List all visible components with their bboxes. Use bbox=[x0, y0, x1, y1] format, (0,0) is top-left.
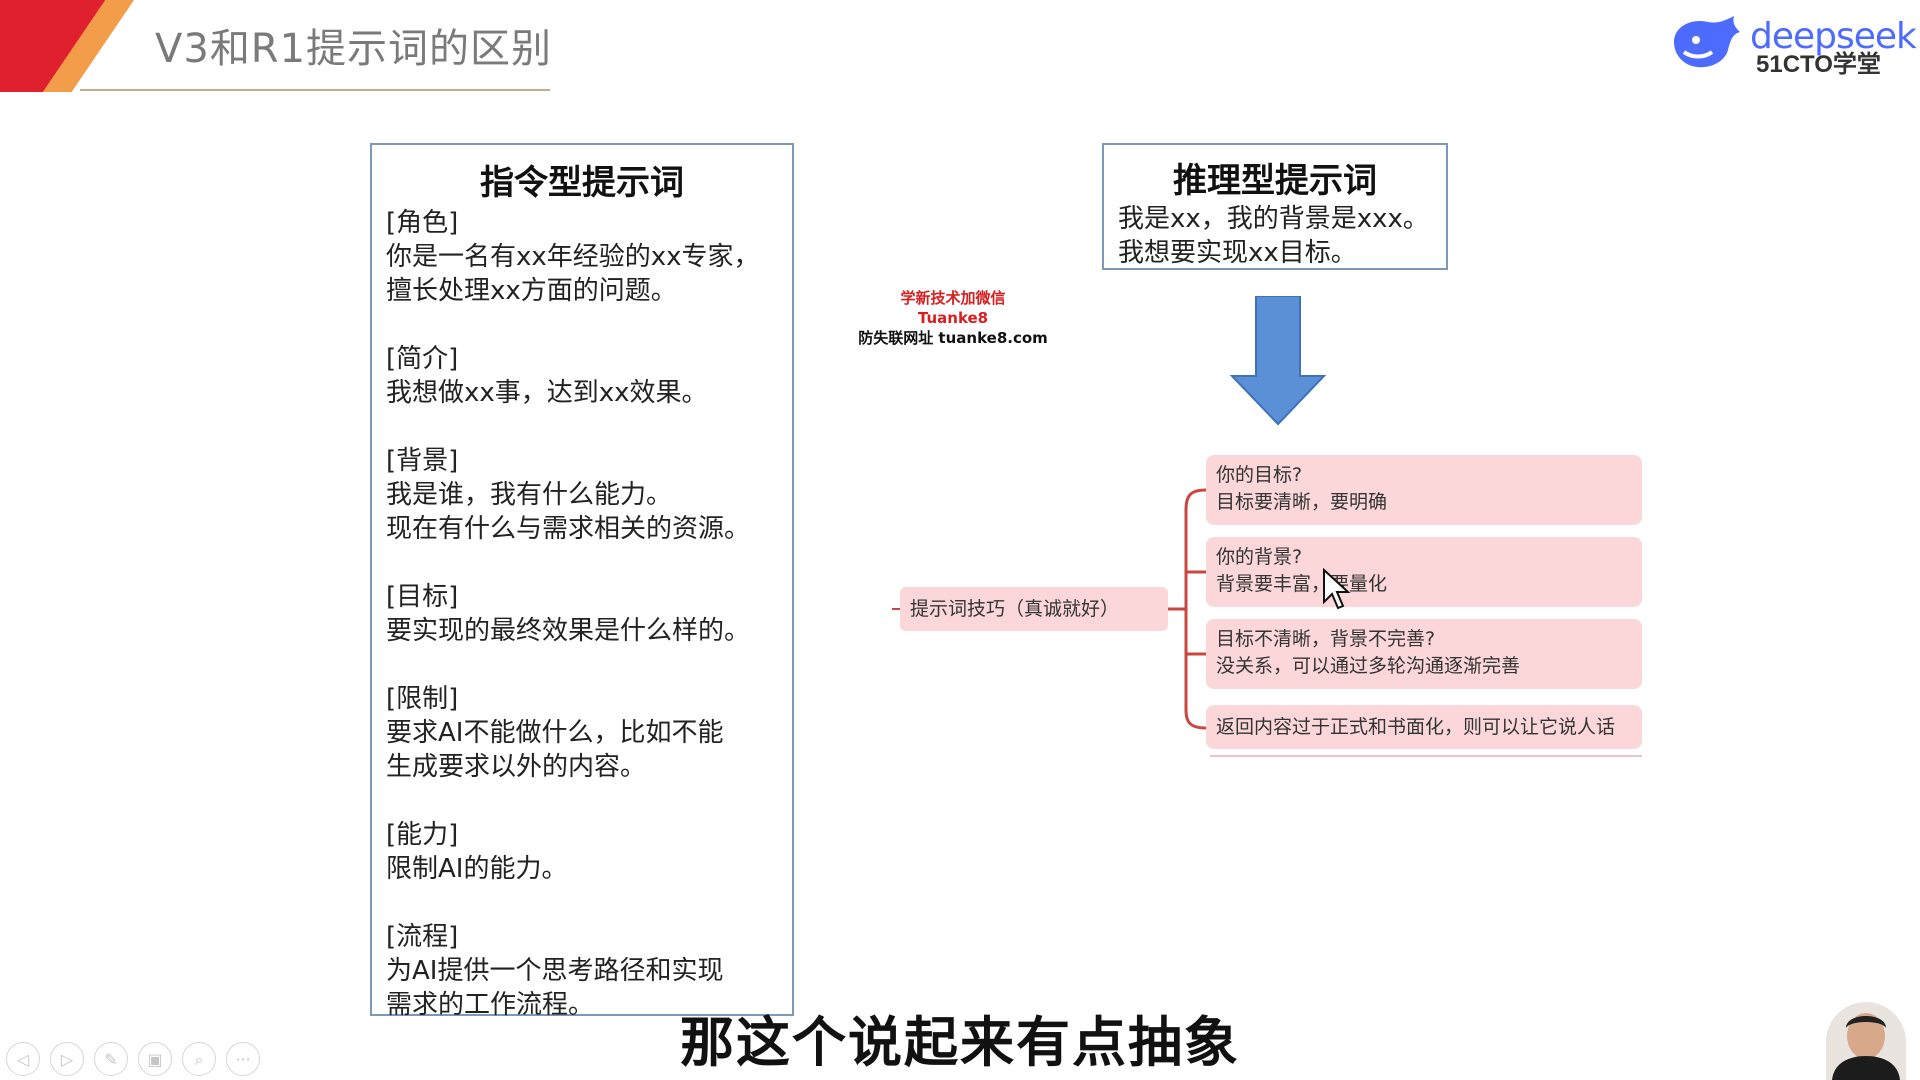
section-label: [流程] bbox=[386, 922, 459, 952]
instruction-prompt-box: 指令型提示词 [角色] 你是一名有xx年经验的xx专家， 擅长处理xx方面的问题… bbox=[370, 143, 794, 1020]
reasoning-line: 我是xx，我的背景是xxx。 bbox=[1118, 204, 1429, 234]
section-label: [简介] bbox=[386, 344, 459, 374]
section-label: [背景] bbox=[386, 446, 459, 476]
mindmap-root-node: 提示词技巧（真诚就好） bbox=[900, 587, 1168, 631]
pen-icon[interactable]: ✎ bbox=[94, 1042, 128, 1076]
node-line: 你的目标? bbox=[1216, 464, 1303, 486]
slide-title: V3和R1提示词的区别 bbox=[155, 26, 553, 72]
watermark-line: 学新技术加微信 bbox=[900, 289, 1006, 307]
section-label: [限制] bbox=[386, 684, 459, 714]
watermark: 学新技术加微信 Tuanke8 防失联网址 tuanke8.com bbox=[858, 288, 1048, 348]
section-line: 要求AI不能做什么，比如不能 bbox=[386, 718, 724, 748]
mindmap-node-background: 你的背景? 背景要丰富，要量化 bbox=[1206, 537, 1642, 607]
node-line: 目标要清晰，要明确 bbox=[1216, 491, 1388, 513]
prev-icon[interactable]: ◁ bbox=[6, 1042, 40, 1076]
instruction-box-heading: 指令型提示词 bbox=[480, 163, 684, 203]
presenter-avatar bbox=[1826, 1002, 1906, 1080]
section-label: [角色] bbox=[386, 208, 459, 238]
section-line: 限制AI的能力。 bbox=[386, 854, 568, 884]
watermark-line: Tuanke8 bbox=[917, 309, 989, 327]
node-line: 返回内容过于正式和书面化，则可以让它说人话 bbox=[1216, 716, 1616, 738]
slide-player-controls: ◁ ▷ ✎ ▣ ⌕ ··· bbox=[6, 1042, 270, 1078]
section-label: [目标] bbox=[386, 582, 459, 612]
section-line: 擅长处理xx方面的问题。 bbox=[386, 276, 677, 306]
reasoning-prompt-box: 推理型提示词 我是xx，我的背景是xxx。 我想要实现xx目标。 bbox=[1102, 143, 1448, 270]
video-subtitle: 那这个说起来有点抽象 bbox=[680, 1011, 1240, 1074]
section-line: 现在有什么与需求相关的资源。 bbox=[386, 514, 751, 544]
title-underline bbox=[80, 89, 550, 91]
node-line: 目标不清晰，背景不完善? bbox=[1216, 628, 1436, 650]
section-line: 生成要求以外的内容。 bbox=[386, 752, 647, 782]
section-goal: [目标] 要实现的最终效果是什么样的。 bbox=[386, 580, 778, 648]
section-limits: [限制] 要求AI不能做什么，比如不能 生成要求以外的内容。 bbox=[386, 682, 778, 784]
section-line: 我想做xx事，达到xx效果。 bbox=[386, 378, 708, 408]
mouse-cursor-icon bbox=[1323, 568, 1351, 610]
node-line: 背景要丰富，要量化 bbox=[1216, 573, 1388, 595]
node-line: 没关系，可以通过多轮沟通逐渐完善 bbox=[1216, 655, 1521, 677]
section-line: 要实现的最终效果是什么样的。 bbox=[386, 616, 751, 646]
down-arrow-icon bbox=[1229, 296, 1327, 426]
node-line: 你的背景? bbox=[1216, 546, 1303, 568]
section-line: 需求的工作流程。 bbox=[386, 990, 595, 1020]
section-label: [能力] bbox=[386, 820, 459, 850]
section-ability: [能力] 限制AI的能力。 bbox=[386, 818, 778, 886]
section-background: [背景] 我是谁，我有什么能力。 现在有什么与需求相关的资源。 bbox=[386, 444, 778, 546]
section-intro: [简介] 我想做xx事，达到xx效果。 bbox=[386, 342, 778, 410]
section-line: 为AI提供一个思考路径和实现 bbox=[386, 956, 724, 986]
deepseek-logo: deepseek 51CTO学堂 bbox=[1670, 10, 1920, 80]
logo-sub-text: 51CTO学堂 bbox=[1756, 51, 1881, 78]
mindmap-node-unclear: 目标不清晰，背景不完善? 没关系，可以通过多轮沟通逐渐完善 bbox=[1206, 619, 1642, 689]
next-icon[interactable]: ▷ bbox=[50, 1042, 84, 1076]
section-process: [流程] 为AI提供一个思考路径和实现 需求的工作流程。 bbox=[386, 920, 778, 1022]
more-icon[interactable]: ··· bbox=[226, 1042, 260, 1076]
section-role: [角色] 你是一名有xx年经验的xx专家， 擅长处理xx方面的问题。 bbox=[386, 206, 778, 308]
section-line: 我是谁，我有什么能力。 bbox=[386, 480, 673, 510]
reasoning-box-heading: 推理型提示词 bbox=[1173, 161, 1377, 201]
whale-logo-icon bbox=[1674, 16, 1740, 68]
presenter-silhouette-icon bbox=[1832, 1013, 1900, 1080]
section-line: 你是一名有xx年经验的xx专家， bbox=[386, 242, 760, 272]
zoom-icon[interactable]: ⌕ bbox=[182, 1042, 216, 1076]
slides-icon[interactable]: ▣ bbox=[138, 1042, 172, 1076]
watermark-line: 防失联网址 tuanke8.com bbox=[858, 329, 1048, 347]
logo-brand-text: deepseek bbox=[1750, 16, 1917, 57]
reasoning-line: 我想要实现xx目标。 bbox=[1118, 238, 1357, 268]
mindmap-node-goal: 你的目标? 目标要清晰，要明确 bbox=[1206, 455, 1642, 525]
mindmap-node-formal: 返回内容过于正式和书面化，则可以让它说人话 bbox=[1206, 705, 1642, 749]
